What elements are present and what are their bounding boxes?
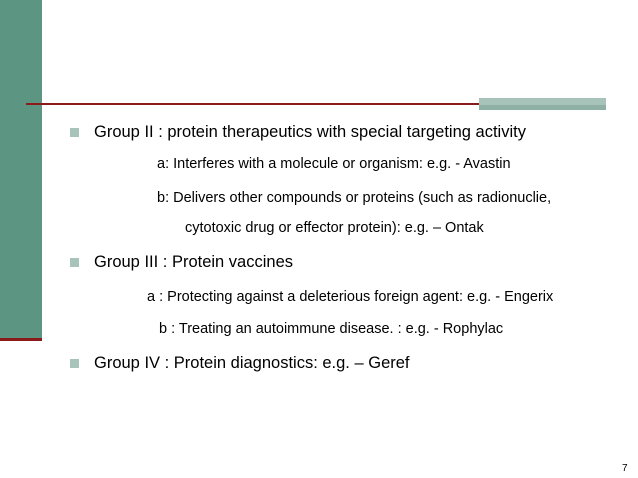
bullet-item-group-ii: Group II : protein therapeutics with spe… — [94, 123, 526, 141]
subitem-group-iii-a: a : Protecting against a deleterious for… — [147, 289, 554, 305]
subitem-group-ii-a: a: Interferes with a molecule or organis… — [157, 156, 511, 172]
bullet-icon — [70, 258, 79, 267]
left-accent-bar-underline — [0, 338, 42, 341]
title-divider-rule — [26, 103, 606, 105]
subitem-group-ii-b-continued: cytotoxic drug or effector protein): e.g… — [185, 220, 484, 236]
left-accent-bar — [0, 0, 42, 340]
page-number: 7 — [622, 463, 628, 474]
bullet-item-group-iii: Group III : Protein vaccines — [94, 253, 294, 271]
bullet-item-group-iv: Group IV : Protein diagnostics: e.g. – G… — [94, 354, 410, 372]
subitem-group-iii-b: b : Treating an autoimmune disease. : e.… — [159, 321, 504, 337]
bullet-icon — [70, 359, 79, 368]
divider-accent-block-shadow — [479, 105, 606, 110]
bullet-icon — [70, 128, 79, 137]
subitem-group-ii-b: b: Delivers other compounds or proteins … — [157, 190, 552, 206]
